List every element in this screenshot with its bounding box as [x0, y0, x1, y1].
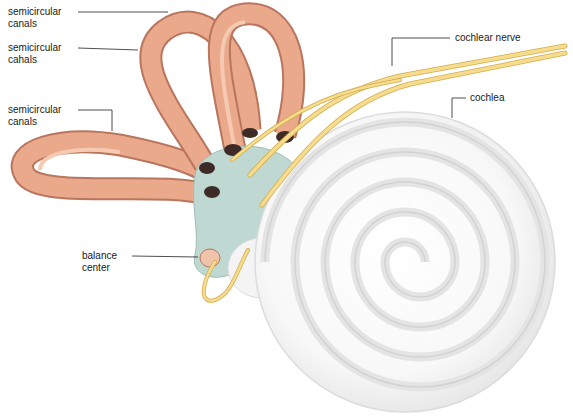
part-label: semicircular canals: [8, 104, 72, 127]
nerve-outline: [250, 46, 565, 175]
cochlea-spiral: [265, 122, 545, 387]
canal-opening: [199, 162, 215, 174]
part-label: semicircular cahals: [8, 42, 72, 65]
canal-highlight: [222, 22, 245, 150]
part-label: balance center: [82, 250, 128, 273]
canal-opening: [242, 128, 258, 138]
balance-organ: [200, 249, 220, 267]
nerve-fiber: [232, 80, 400, 160]
canal-opening: [204, 186, 220, 198]
leader-line: [452, 98, 466, 118]
nerve-outline: [204, 250, 248, 301]
part-label: cochlea: [470, 92, 504, 104]
part-label: semicircular canals: [8, 6, 72, 29]
nerve-fiber: [250, 46, 565, 175]
nerve-group: [204, 46, 565, 301]
leader-lines: [78, 12, 466, 257]
leader-line: [78, 48, 138, 50]
nerve-outline: [262, 53, 565, 205]
nerve-fiber: [204, 250, 248, 301]
leader-line: [132, 256, 198, 257]
canal-outline: [219, 14, 293, 150]
leader-line: [78, 12, 168, 13]
canal-tube: [219, 14, 293, 150]
part-label: cochlear nerve: [455, 32, 521, 44]
nerve-outline: [232, 80, 400, 160]
cochlea-spiral-shade: [265, 122, 545, 387]
nerve-fiber: [262, 53, 565, 205]
leader-line: [392, 38, 450, 66]
leader-line: [78, 110, 112, 131]
canal-highlight: [40, 150, 120, 170]
